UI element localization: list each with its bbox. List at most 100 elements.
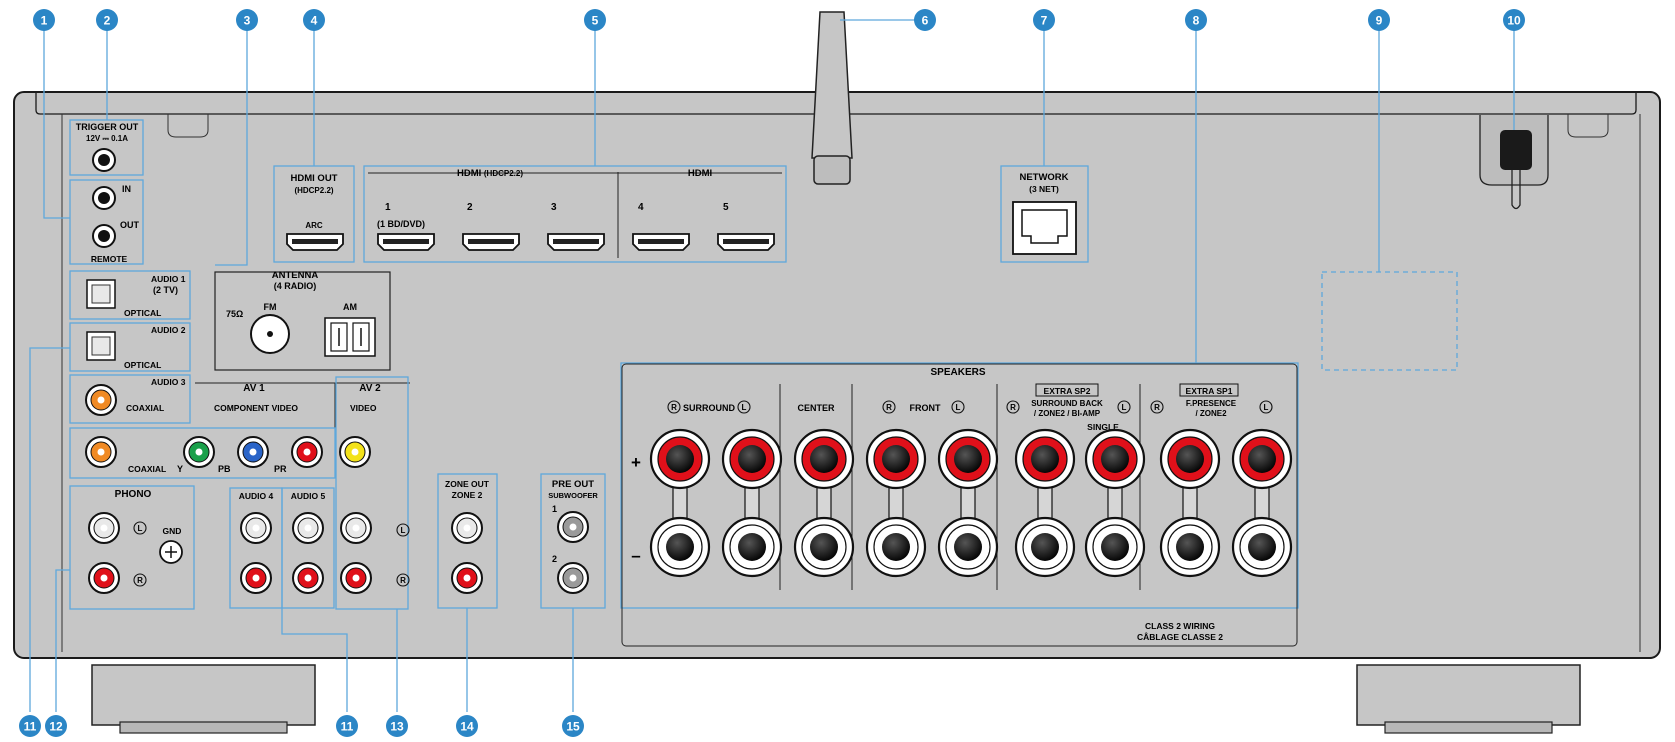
jack-core [252,574,260,582]
marker-ring [1117,400,1131,414]
remote-in-label: IN [122,184,131,194]
zone-out-sub: ZONE 2 [452,490,483,500]
jack-core [98,230,110,242]
phono-gnd-screw[interactable] [159,540,183,564]
audio5-r-jack[interactable] [292,562,324,594]
remote-section [69,179,144,265]
hdmi-label-4: 4 [638,202,644,213]
speaker-terminals [649,428,1293,578]
antenna-am-label: AM [343,302,357,312]
callout-3: 3 [236,9,258,31]
hdmi-label-1-sub: (1 BD/DVD) [377,219,425,229]
callout-9: 9 [1368,9,1390,31]
jack-core [304,524,312,532]
phono-r-jack[interactable] [88,562,120,594]
hdmi-in-section [363,165,787,263]
speaker-terminal-front-l[interactable] [937,428,999,578]
subwoofer-2-jack[interactable] [557,562,589,594]
jack-core [97,448,105,456]
speaker-terminal-extra-sp1-l[interactable] [1231,428,1293,578]
marker-letter: L [1264,403,1269,412]
audio5-l-jack[interactable] [292,512,324,544]
wireless-antenna [811,11,853,185]
top-notch-right [1567,114,1609,138]
minus-post-hole [1031,533,1059,561]
speaker-terminal-extra-sp2-r[interactable] [1014,428,1076,578]
av2-audio-r-jack[interactable] [340,562,372,594]
extra-sp2-box [1035,383,1099,397]
minus-post-hole [1176,533,1204,561]
av1-coaxial-label: COAXIAL [128,464,166,474]
port-inner [292,239,338,244]
marker-ring [882,400,896,414]
marker-ring [1259,400,1273,414]
leader-11b [281,608,348,712]
terminal-link [816,483,832,523]
network-sub: (3 NET) [1029,184,1059,194]
plus-post-hole [810,445,838,473]
speaker-terminal-extra-sp1-r[interactable] [1159,428,1221,578]
antenna-sub: (4 RADIO) [274,281,317,291]
extra-sp1-line2: / ZONE2 [1195,409,1227,418]
av2-audio-l-jack[interactable] [340,512,372,544]
audio2-section [69,322,191,372]
am-antenna-terminal[interactable] [324,317,376,357]
callout-13: 13 [386,715,408,737]
plus-post-hole [738,445,766,473]
jack-core [463,524,471,532]
terminal-link [1182,483,1198,523]
marker-ring [667,400,681,414]
zone-out-r-jack[interactable] [451,562,483,594]
pre-out-num-2: 2 [552,554,557,564]
audio4-l-jack[interactable] [240,512,272,544]
speaker-l-marker-0: L [737,400,751,414]
hdmi-group1-sub: (HDCP2.2) [484,169,523,178]
callout-number: 10 [1507,14,1521,28]
speakers-title: SPEAKERS [930,367,985,378]
jack-core [100,574,108,582]
plus-post-hole [666,445,694,473]
audio4-r-jack[interactable] [240,562,272,594]
audio1-sub: (2 TV) [153,285,178,295]
speaker-terminal-extra-sp2-l[interactable] [1084,428,1146,578]
av1-jacks [85,436,323,468]
hdmi-label-2: 2 [467,202,473,213]
speaker-terminal-surround-r[interactable] [649,428,711,578]
callout-badge [562,715,584,737]
av1-y-label: Y [177,464,183,474]
audio1-title: AUDIO 1 [151,274,186,284]
terminal-link [1107,483,1123,523]
phono-l-jack[interactable] [88,512,120,544]
callout-badge [1503,9,1525,31]
zone-out-l-jack[interactable] [451,512,483,544]
callout-number: 2 [104,14,111,28]
marker-ring [133,573,147,587]
pre-out-sub: SUBWOOFER [548,491,598,500]
speaker-terminal-surround-l[interactable] [721,428,783,578]
callout-number: 8 [1193,14,1200,28]
audio1-section [69,270,191,320]
callout-number: 11 [24,720,37,734]
callout-number: 5 [592,14,599,28]
phono-l-marker: L [133,521,147,535]
callout-8: 8 [1185,9,1207,31]
class2-line2: CÂBLAGE CLASSE 2 [1137,631,1223,642]
plus-post-hole [1248,445,1276,473]
marker-ring [133,521,147,535]
callout-badge [1368,9,1390,31]
pre-out-title: PRE OUT [552,479,594,490]
speaker-terminal-front-r[interactable] [865,428,927,578]
subwoofer-1-jack[interactable] [557,511,589,543]
plus-post-hole [1031,445,1059,473]
callout-number: 12 [49,720,63,734]
jack-core [352,574,360,582]
hdmi-label-5: 5 [723,202,729,213]
av2-section [335,376,409,610]
speaker-terminal-center[interactable] [793,428,855,578]
av1-component-label: COMPONENT VIDEO [214,403,298,413]
marker-letter: R [1154,403,1160,412]
speaker-r-marker-2: R [1006,400,1020,414]
callout-11: 11 [336,715,358,737]
jack-core [98,192,110,204]
plus-post-hole [882,445,910,473]
